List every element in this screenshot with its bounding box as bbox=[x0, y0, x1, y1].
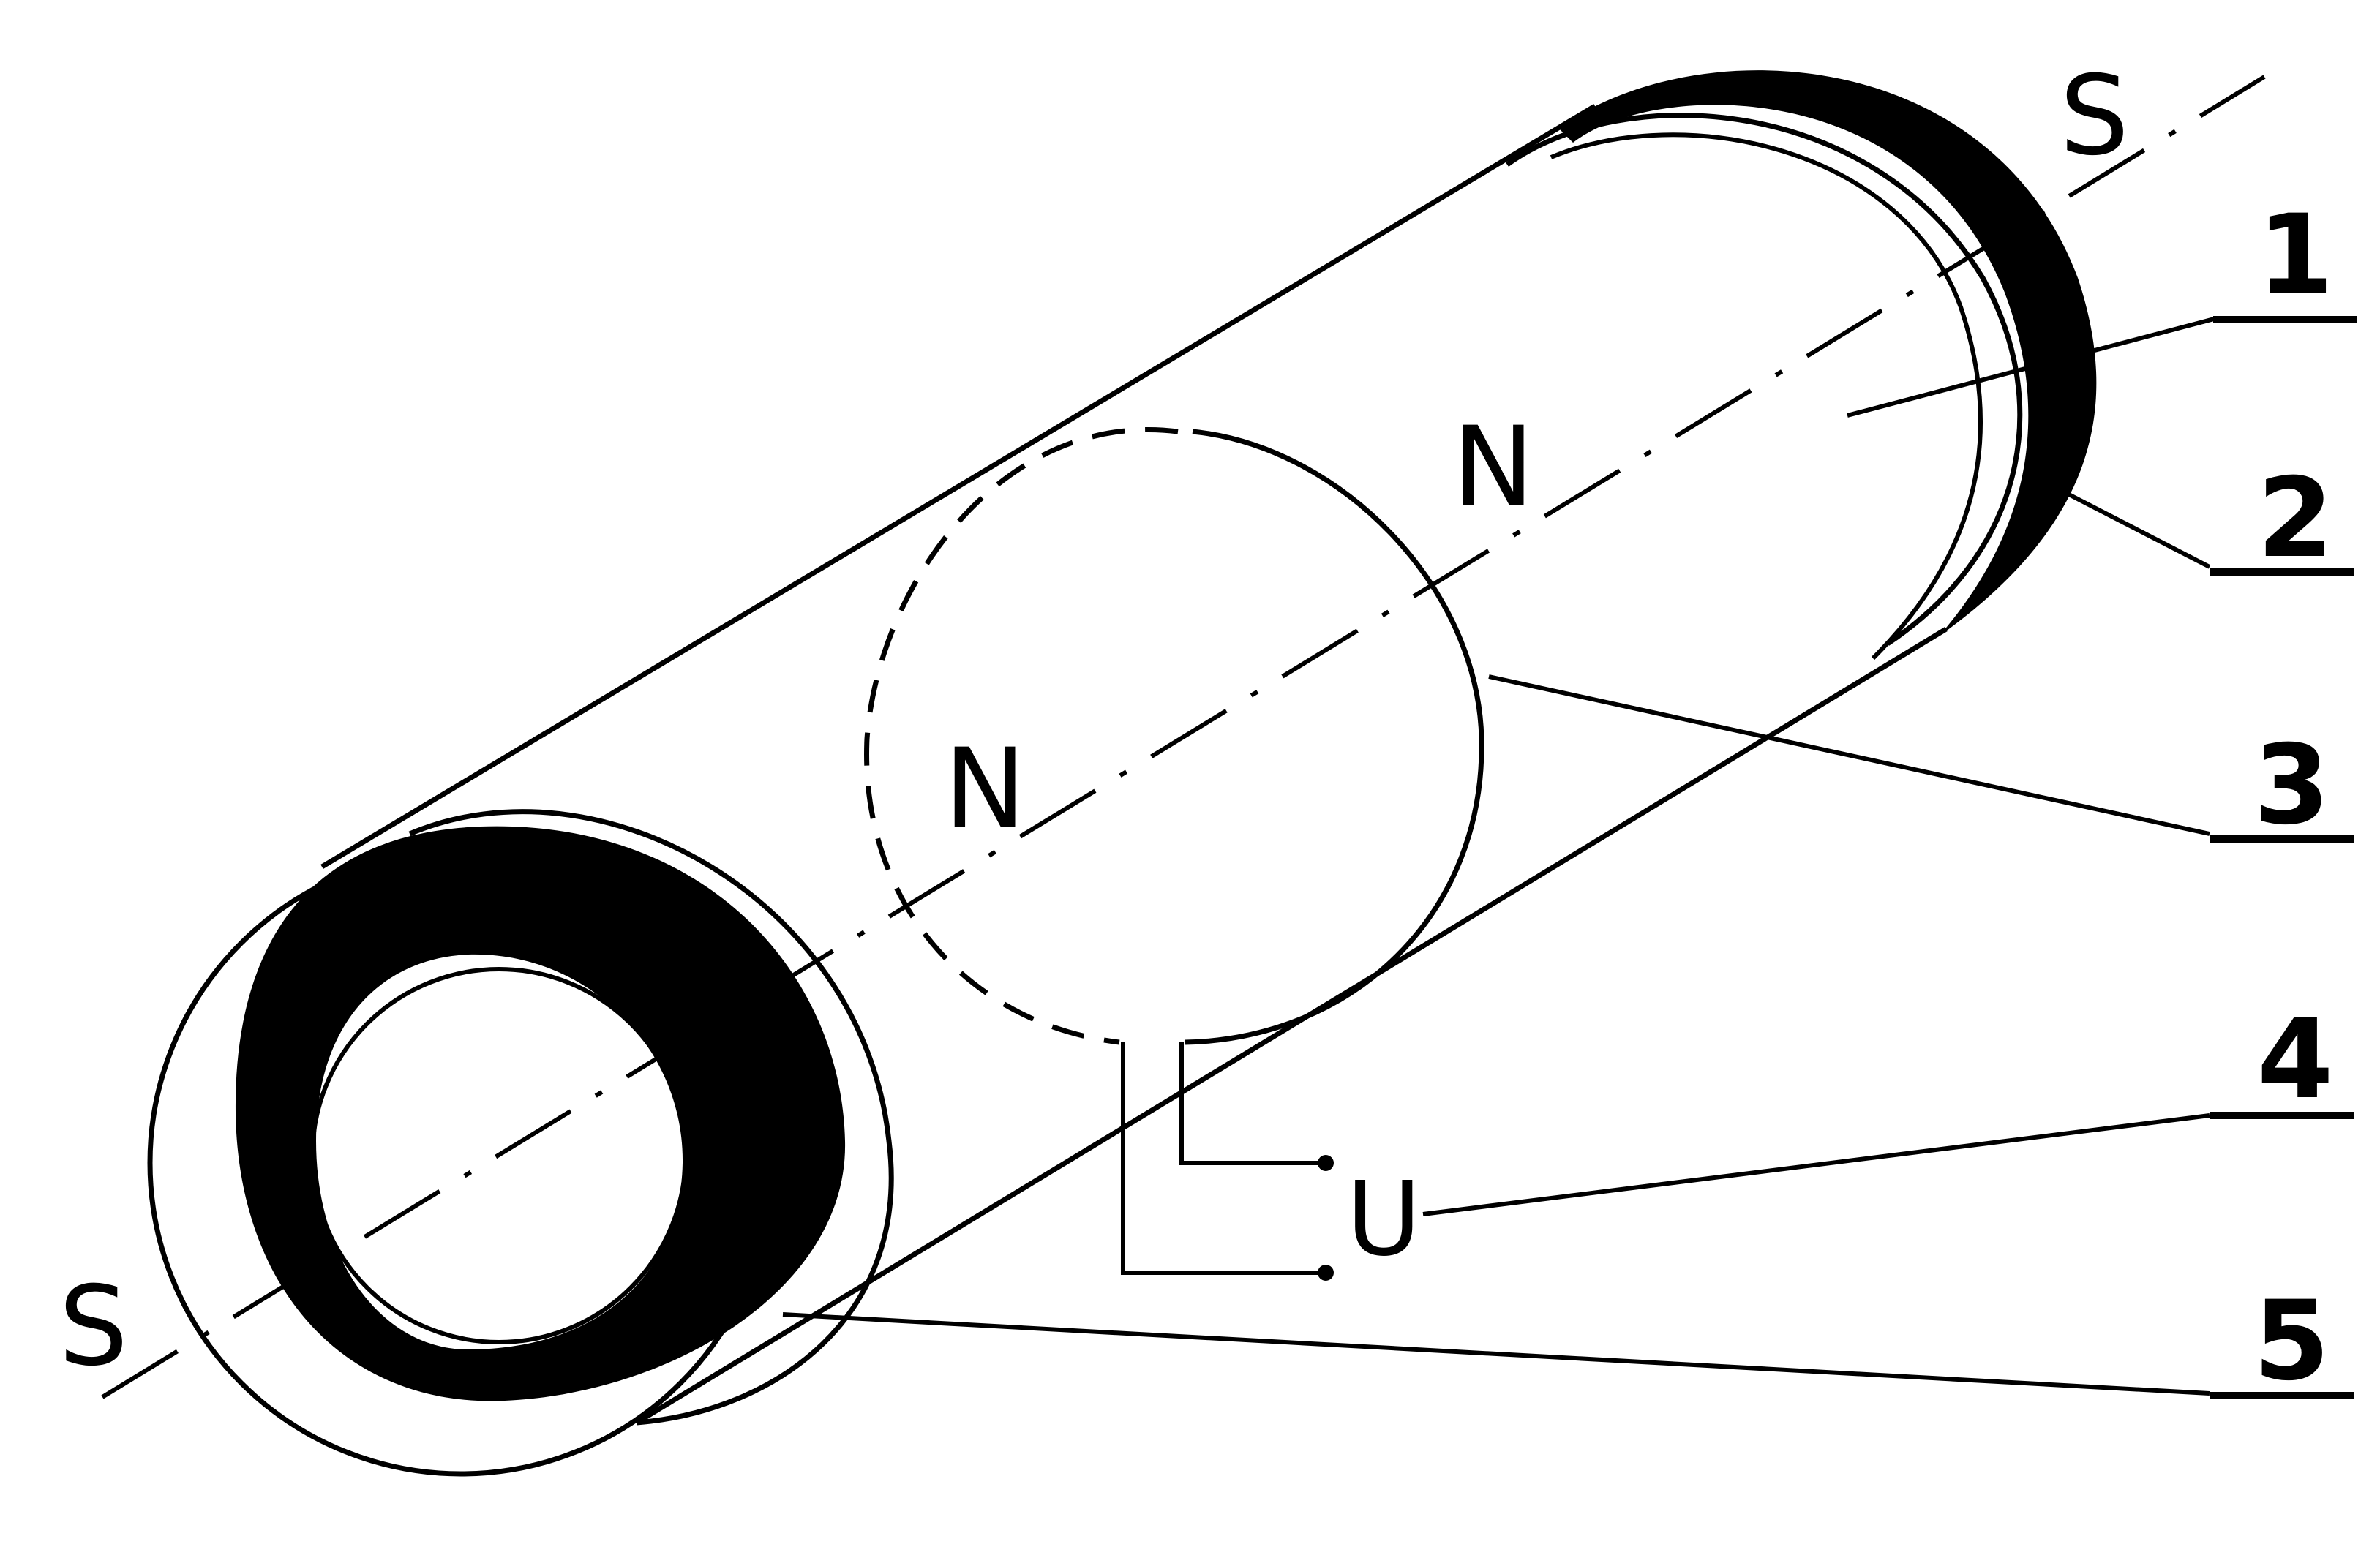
terminal-label-u: U bbox=[1346, 1160, 1421, 1279]
left-dark-ring bbox=[235, 826, 846, 1401]
reference-bars bbox=[2210, 316, 2357, 1399]
right-dark-ring bbox=[1558, 70, 2097, 636]
field-circle-solid-arc bbox=[1185, 429, 1484, 1045]
right-inner-rim bbox=[1550, 132, 1983, 660]
part-number-3: 3 bbox=[2253, 722, 2330, 849]
terminal-dot-upper bbox=[1318, 1155, 1334, 1171]
axis-label-left: S bbox=[59, 1263, 128, 1390]
left-back-rim bbox=[408, 809, 894, 1426]
pole-label-upper: N bbox=[1452, 404, 1534, 531]
left-inner-circle bbox=[310, 967, 688, 1344]
field-circle bbox=[864, 427, 1484, 1045]
leader-lines bbox=[782, 316, 2218, 1396]
leader-4 bbox=[1422, 1113, 2210, 1216]
right-outer-rim bbox=[1505, 113, 2023, 646]
axis-line bbox=[101, 75, 2266, 1399]
terminal-leads bbox=[1121, 1042, 1321, 1275]
lead-lower bbox=[1121, 1042, 1321, 1275]
pole-label-lower: N bbox=[944, 726, 1026, 853]
terminal-dot-lower bbox=[1318, 1265, 1334, 1281]
tube-body bbox=[320, 103, 1948, 1425]
part-number-1: 1 bbox=[2257, 192, 2333, 319]
right-end bbox=[1505, 70, 2097, 660]
axis-label-right: S bbox=[2060, 53, 2129, 180]
leader-2 bbox=[2062, 489, 2211, 569]
tube-bottom-edge bbox=[635, 627, 1948, 1425]
tube-top-edge bbox=[320, 103, 1596, 870]
leader-1 bbox=[1847, 316, 2218, 418]
part-number-2: 2 bbox=[2257, 455, 2333, 582]
lead-upper bbox=[1179, 1042, 1321, 1165]
leader-3 bbox=[1488, 674, 2210, 836]
left-end bbox=[147, 809, 894, 1477]
field-circle-dashed-arc bbox=[864, 427, 1179, 1045]
part-number-4: 4 bbox=[2257, 996, 2333, 1123]
leader-5 bbox=[782, 1312, 2210, 1396]
part-number-5: 5 bbox=[2253, 1278, 2330, 1405]
